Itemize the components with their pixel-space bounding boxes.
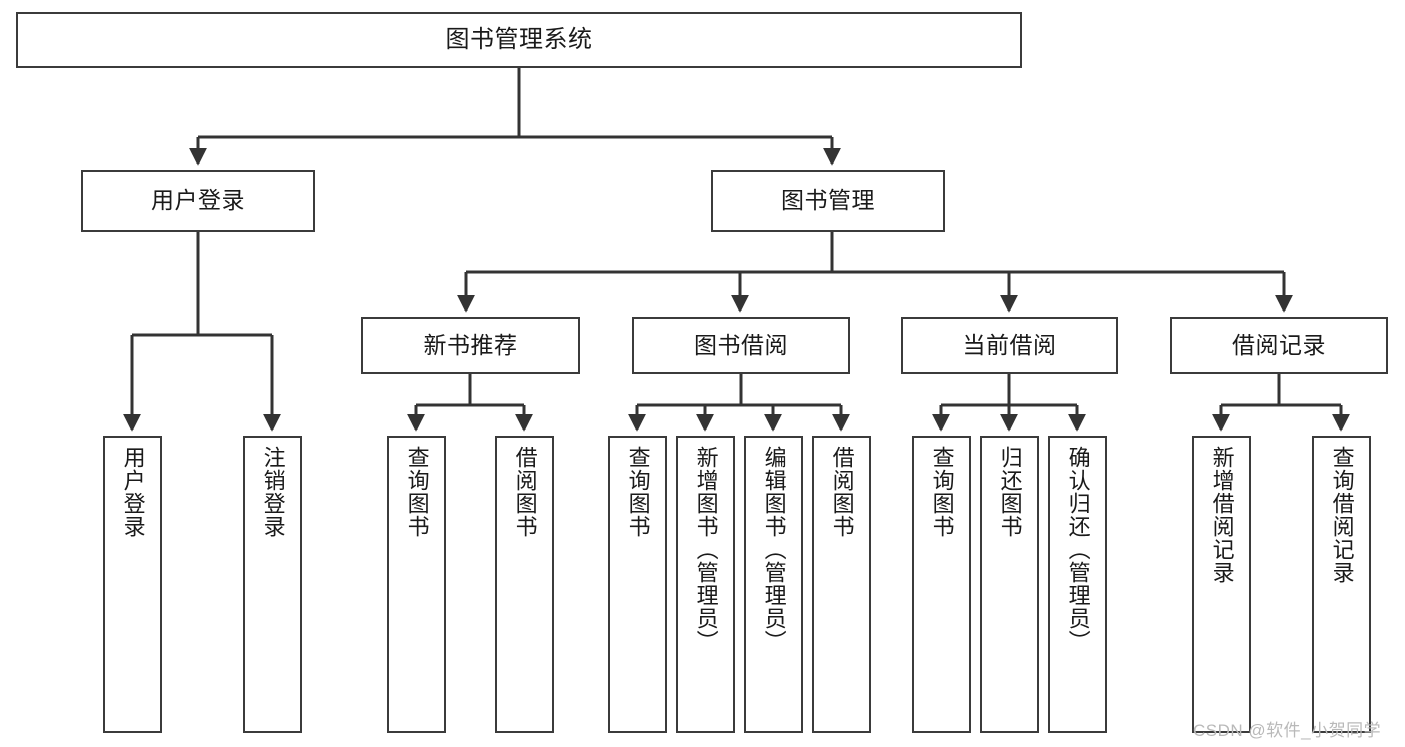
node-leaf-confirm-return[interactable]: 确认归还（管理员） bbox=[1048, 436, 1107, 733]
node-user-login[interactable]: 用户登录 bbox=[81, 170, 315, 232]
node-leaf-query-record[interactable]: 查询借阅记录 bbox=[1312, 436, 1371, 733]
node-current-borrow-label: 当前借阅 bbox=[962, 331, 1057, 358]
node-leaf-edit-book[interactable]: 编辑图书（管理员） bbox=[744, 436, 803, 733]
node-new-book-rec-label: 新书推荐 bbox=[423, 331, 518, 358]
node-leaf-query-book-3-label: 查询图书 bbox=[929, 446, 955, 538]
node-leaf-edit-book-label: 编辑图书（管理员） bbox=[761, 446, 787, 653]
node-leaf-add-record-label: 新增借阅记录 bbox=[1209, 446, 1235, 584]
node-root[interactable]: 图书管理系统 bbox=[16, 12, 1022, 68]
node-leaf-return-book-label: 归还图书 bbox=[997, 446, 1023, 538]
node-leaf-confirm-return-label: 确认归还（管理员） bbox=[1065, 446, 1091, 653]
node-leaf-add-record[interactable]: 新增借阅记录 bbox=[1192, 436, 1251, 733]
node-leaf-return-book[interactable]: 归还图书 bbox=[980, 436, 1039, 733]
node-current-borrow[interactable]: 当前借阅 bbox=[901, 317, 1118, 374]
node-borrow-record-label: 借阅记录 bbox=[1232, 331, 1326, 358]
node-leaf-add-book[interactable]: 新增图书（管理员） bbox=[676, 436, 735, 733]
node-leaf-query-book-2-label: 查询图书 bbox=[625, 446, 651, 538]
node-borrow-record[interactable]: 借阅记录 bbox=[1170, 317, 1388, 374]
node-leaf-user-login-label: 用户登录 bbox=[120, 446, 146, 538]
node-leaf-query-book-1[interactable]: 查询图书 bbox=[387, 436, 446, 733]
node-leaf-logout-label: 注销登录 bbox=[260, 446, 286, 538]
node-leaf-borrow-book-1-label: 借阅图书 bbox=[512, 446, 538, 538]
node-new-book-rec[interactable]: 新书推荐 bbox=[361, 317, 580, 374]
node-root-label: 图书管理系统 bbox=[445, 25, 593, 53]
node-leaf-query-record-label: 查询借阅记录 bbox=[1329, 446, 1355, 584]
node-book-manage-label: 图书管理 bbox=[781, 187, 875, 214]
node-user-login-label: 用户登录 bbox=[151, 187, 245, 214]
node-leaf-borrow-book-2[interactable]: 借阅图书 bbox=[812, 436, 871, 733]
node-book-borrow[interactable]: 图书借阅 bbox=[632, 317, 850, 374]
node-leaf-query-book-2[interactable]: 查询图书 bbox=[608, 436, 667, 733]
node-leaf-logout[interactable]: 注销登录 bbox=[243, 436, 302, 733]
node-leaf-add-book-label: 新增图书（管理员） bbox=[693, 446, 719, 653]
node-leaf-query-book-3[interactable]: 查询图书 bbox=[912, 436, 971, 733]
node-leaf-borrow-book-1[interactable]: 借阅图书 bbox=[495, 436, 554, 733]
node-book-borrow-label: 图书借阅 bbox=[694, 331, 788, 358]
node-leaf-borrow-book-2-label: 借阅图书 bbox=[829, 446, 855, 538]
node-leaf-query-book-1-label: 查询图书 bbox=[404, 446, 430, 538]
node-leaf-user-login[interactable]: 用户登录 bbox=[103, 436, 162, 733]
node-book-manage[interactable]: 图书管理 bbox=[711, 170, 945, 232]
